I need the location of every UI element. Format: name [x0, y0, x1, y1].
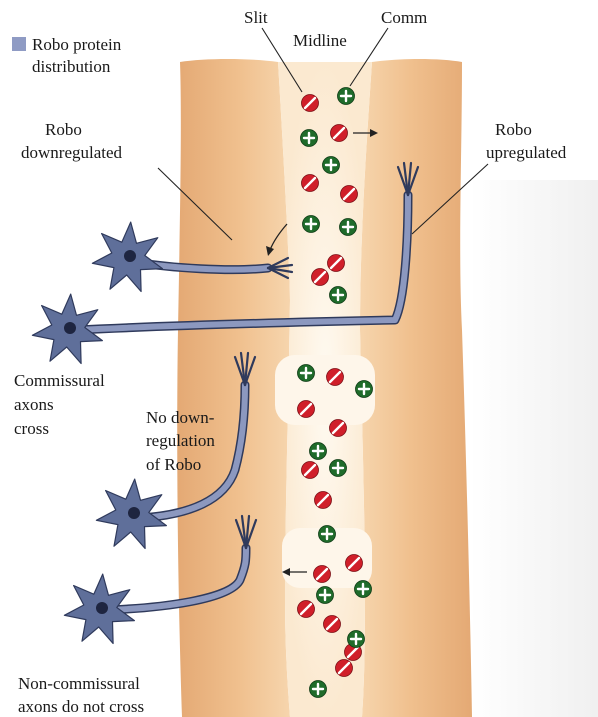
- slit-protein-icon: [302, 462, 319, 479]
- neuron-icon: [92, 222, 162, 291]
- label-nodown-3: of Robo: [146, 455, 201, 474]
- label-robo-up-1: Robo: [495, 120, 532, 139]
- comm-protein-icon: [340, 219, 357, 236]
- slit-protein-icon: [330, 420, 347, 437]
- label-commissural-3: cross: [14, 419, 49, 438]
- slit-protein-icon: [328, 255, 345, 272]
- slit-protein-icon: [298, 601, 315, 618]
- label-nodown-1: No down-: [146, 408, 215, 427]
- label-comm: Comm: [381, 8, 427, 27]
- comm-protein-icon: [348, 631, 365, 648]
- slit-protein-icon: [327, 369, 344, 386]
- comm-protein-icon: [298, 365, 315, 382]
- slit-protein-icon: [312, 269, 329, 286]
- slit-protein-icon: [346, 555, 363, 572]
- comm-protein-icon: [330, 287, 347, 304]
- label-noncomm-2: axons do not cross: [18, 697, 144, 716]
- comm-protein-icon: [303, 216, 320, 233]
- slit-protein-icon: [341, 186, 358, 203]
- slit-protein-icon: [324, 616, 341, 633]
- slit-protein-icon: [315, 492, 332, 509]
- comm-protein-icon: [319, 526, 336, 543]
- label-noncomm-1: Non-commissural: [18, 674, 140, 693]
- comm-protein-icon: [301, 130, 318, 147]
- label-commissural-1: Commissural: [14, 371, 105, 390]
- slit-protein-icon: [298, 401, 315, 418]
- legend-text-line1: Robo protein: [32, 35, 122, 54]
- background-shading: [470, 180, 598, 717]
- label-robo-down-2: downregulated: [21, 143, 123, 162]
- label-robo-up-2: upregulated: [486, 143, 567, 162]
- slit-protein-icon: [336, 660, 353, 677]
- slit-protein-icon: [302, 175, 319, 192]
- comm-protein-icon: [323, 157, 340, 174]
- comm-protein-icon: [330, 460, 347, 477]
- neural-tissue-left: [177, 59, 290, 717]
- label-nodown-2: regulation: [146, 431, 215, 450]
- neural-tissue-right: [360, 59, 472, 717]
- label-robo-down-1: Robo: [45, 120, 82, 139]
- comm-protein-icon: [310, 443, 327, 460]
- comm-protein-icon: [317, 587, 334, 604]
- slit-protein-icon: [331, 125, 348, 142]
- legend-text-line2: distribution: [32, 57, 111, 76]
- label-slit: Slit: [244, 8, 268, 27]
- comm-protein-icon: [355, 581, 372, 598]
- comm-protein-icon: [338, 88, 355, 105]
- label-midline: Midline: [293, 31, 347, 50]
- slit-protein-icon: [302, 95, 319, 112]
- slit-protein-icon: [314, 566, 331, 583]
- comm-protein-icon: [310, 681, 327, 698]
- legend-swatch: [12, 37, 26, 51]
- comm-protein-icon: [356, 381, 373, 398]
- label-commissural-2: axons: [14, 395, 54, 414]
